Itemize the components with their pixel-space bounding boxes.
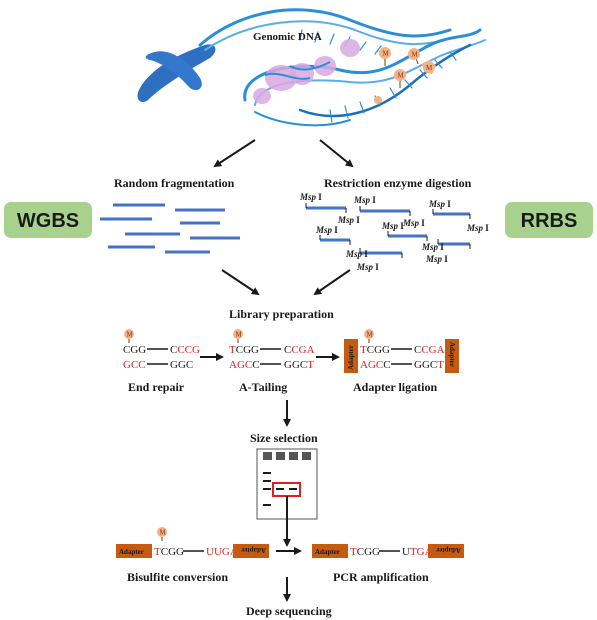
a-tailing-sequence: M TCGG CCGA AGCC GGCT bbox=[229, 329, 315, 371]
svg-text:Msp I: Msp I bbox=[402, 218, 425, 228]
rrbs-box: RRBS bbox=[505, 202, 593, 238]
svg-text:CCGA: CCGA bbox=[284, 344, 315, 356]
deep-sequencing-label: Deep sequencing bbox=[246, 604, 332, 618]
svg-text:GGCT: GGCT bbox=[284, 359, 314, 371]
random-fragments bbox=[100, 203, 240, 254]
arrow-to-restriction bbox=[319, 139, 354, 168]
arrow-random-to-library bbox=[221, 269, 260, 296]
svg-text:AGCC: AGCC bbox=[360, 359, 391, 371]
svg-text:M: M bbox=[398, 72, 405, 80]
svg-text:Msp I: Msp I bbox=[421, 242, 444, 252]
svg-text:Msp I: Msp I bbox=[466, 223, 489, 233]
dna-helix-icon bbox=[198, 8, 486, 127]
svg-text:Adapter: Adapter bbox=[448, 342, 456, 367]
svg-text:M: M bbox=[383, 50, 390, 58]
chromosome-icon bbox=[137, 44, 216, 103]
svg-text:CCCG: CCCG bbox=[170, 344, 200, 356]
svg-text:GGC: GGC bbox=[170, 359, 193, 371]
svg-text:Adapter: Adapter bbox=[436, 546, 461, 554]
pcr-sequence: Adapter TCGG UTGA Adapter bbox=[312, 544, 464, 558]
arrow-restriction-to-library bbox=[313, 269, 351, 296]
svg-text:CCGA: CCGA bbox=[414, 344, 445, 356]
svg-text:M: M bbox=[412, 51, 419, 59]
nucleosome-icons bbox=[253, 39, 360, 104]
svg-text:TCGG: TCGG bbox=[360, 344, 390, 356]
end-repair-label: End repair bbox=[128, 380, 185, 394]
bisulfite-conversion-label: Bisulfite conversion bbox=[127, 570, 228, 584]
svg-text:AGCC: AGCC bbox=[229, 359, 260, 371]
svg-text:Adapter: Adapter bbox=[315, 548, 340, 556]
svg-text:Msp I: Msp I bbox=[353, 195, 376, 205]
svg-text:M: M bbox=[236, 331, 243, 339]
wgbs-label: WGBS bbox=[17, 210, 79, 232]
svg-text:Msp I: Msp I bbox=[299, 192, 322, 202]
arrow-to-random bbox=[213, 139, 256, 168]
svg-text:Msp I: Msp I bbox=[425, 254, 448, 264]
svg-text:Adapter: Adapter bbox=[241, 546, 266, 554]
svg-text:Msp I: Msp I bbox=[315, 225, 338, 235]
end-repair-sequence: M CGG CCCG GCC GGC bbox=[123, 329, 200, 371]
svg-text:TCGG: TCGG bbox=[350, 546, 380, 558]
svg-text:Msp I: Msp I bbox=[337, 215, 360, 225]
methyl-marks-top: M M M M bbox=[374, 47, 436, 104]
restriction-digestion-label: Restriction enzyme digestion bbox=[324, 176, 472, 190]
svg-text:UUGA: UUGA bbox=[206, 546, 238, 558]
size-selection-label: Size selection bbox=[250, 431, 318, 445]
svg-text:UTGA: UTGA bbox=[402, 546, 433, 558]
svg-text:Adapter: Adapter bbox=[119, 548, 144, 556]
svg-text:TCGG: TCGG bbox=[154, 546, 184, 558]
rrbs-label: RRBS bbox=[521, 210, 578, 232]
a-tailing-label: A-Tailing bbox=[239, 380, 287, 394]
svg-text:CGG: CGG bbox=[123, 344, 146, 356]
random-fragmentation-label: Random fragmentation bbox=[114, 176, 235, 190]
svg-text:Msp I: Msp I bbox=[356, 262, 379, 272]
svg-text:GGCT: GGCT bbox=[414, 359, 444, 371]
svg-text:M: M bbox=[160, 529, 167, 537]
svg-text:Msp I: Msp I bbox=[345, 249, 368, 259]
adapter-ligation-sequence: Adapter M TCGG CCGA AGCC GGCT Adapter bbox=[344, 329, 459, 373]
svg-text:GCC: GCC bbox=[123, 359, 146, 371]
msp-fragments: Msp I Msp I Msp I Msp I Msp I Msp I Msp … bbox=[299, 192, 489, 272]
adapter-ligation-label: Adapter ligation bbox=[353, 380, 437, 394]
library-preparation-label: Library preparation bbox=[229, 307, 334, 321]
bisulfite-sequence: Adapter M TCGG UUGA Adapter bbox=[116, 527, 269, 558]
genomic-dna-label: Genomic DNA bbox=[253, 31, 322, 43]
svg-text:Msp I: Msp I bbox=[428, 199, 451, 209]
svg-text:M: M bbox=[367, 331, 374, 339]
svg-text:Msp I: Msp I bbox=[381, 221, 404, 231]
svg-text:M: M bbox=[127, 331, 134, 339]
wgbs-box: WGBS bbox=[4, 202, 92, 238]
svg-text:Adapter: Adapter bbox=[347, 345, 355, 370]
svg-text:M: M bbox=[426, 64, 433, 72]
svg-text:TCGG: TCGG bbox=[229, 344, 259, 356]
pcr-amplification-label: PCR amplification bbox=[333, 570, 429, 584]
